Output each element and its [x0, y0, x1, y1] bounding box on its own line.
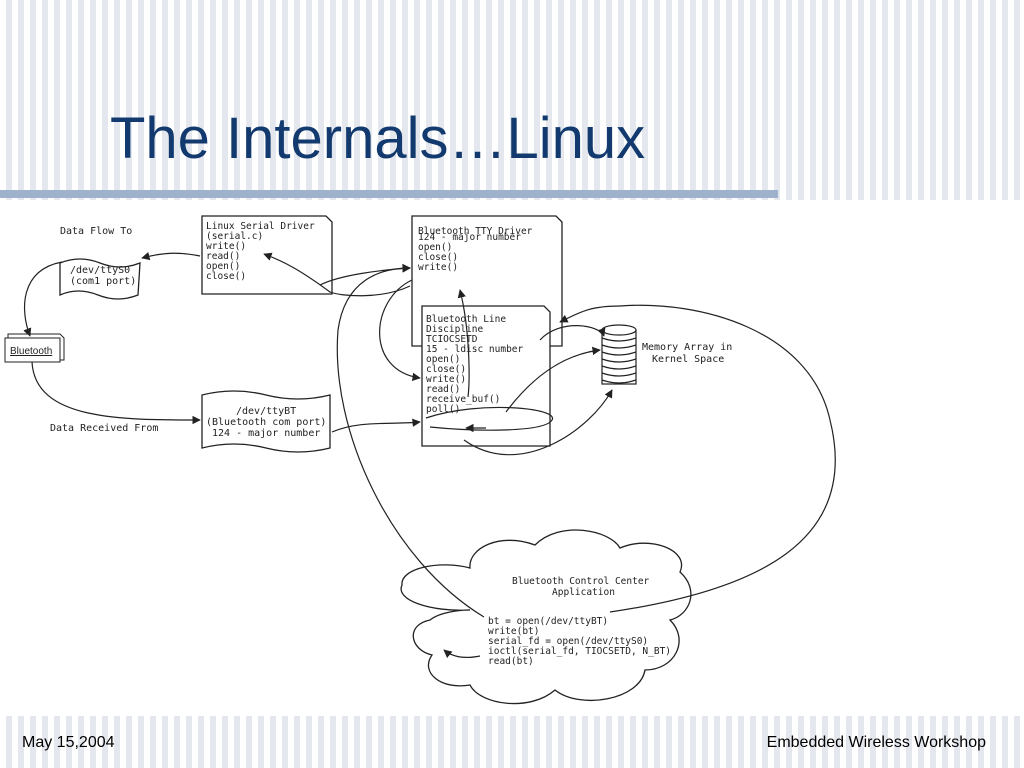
footer-date: May 15,2004: [22, 734, 115, 751]
app-code: bt = open(/dev/ttyBT) write(bt) serial_f…: [488, 616, 677, 667]
header-background: [0, 0, 1024, 200]
footer-event: Embedded Wireless Workshop: [766, 734, 986, 751]
memory-array-label: Memory Array in Kernel Space: [642, 342, 738, 365]
ttybt-label: /dev/ttyBT (Bluetooth com port) 124 - ma…: [206, 406, 332, 439]
connectors: [23, 252, 836, 659]
label-data-flow: Data Flow To: [60, 226, 132, 237]
app-title: Bluetooth Control Center Application: [512, 576, 655, 598]
tty-driver-text: Bluetooth TTY Driver 124 - major number …: [418, 226, 538, 273]
bluetooth-device-label: Bluetooth: [10, 346, 52, 357]
title-divider: [0, 190, 778, 198]
serial-driver-text: Linux Serial Driver (serial.c) write() r…: [206, 221, 320, 282]
footer-background: [0, 716, 1024, 768]
linux-internals-diagram: Data Flow To Data Received From /dev/tty…: [4, 215, 836, 705]
bluetooth-device: Bluetooth: [4, 333, 65, 363]
slide-title: The Internals…Linux: [110, 106, 646, 171]
application-cloud: [400, 529, 692, 705]
ttybt-box: [201, 390, 331, 453]
memory-array-icon: [601, 324, 637, 385]
ttys0-label: /dev/ttyS0 (com1 port): [70, 265, 136, 287]
label-data-received: Data Received From: [50, 423, 158, 434]
ttys0-box: [59, 258, 141, 300]
line-discipline-text: Bluetooth Line Discipline TCIOCSETD 15 -…: [426, 314, 529, 415]
